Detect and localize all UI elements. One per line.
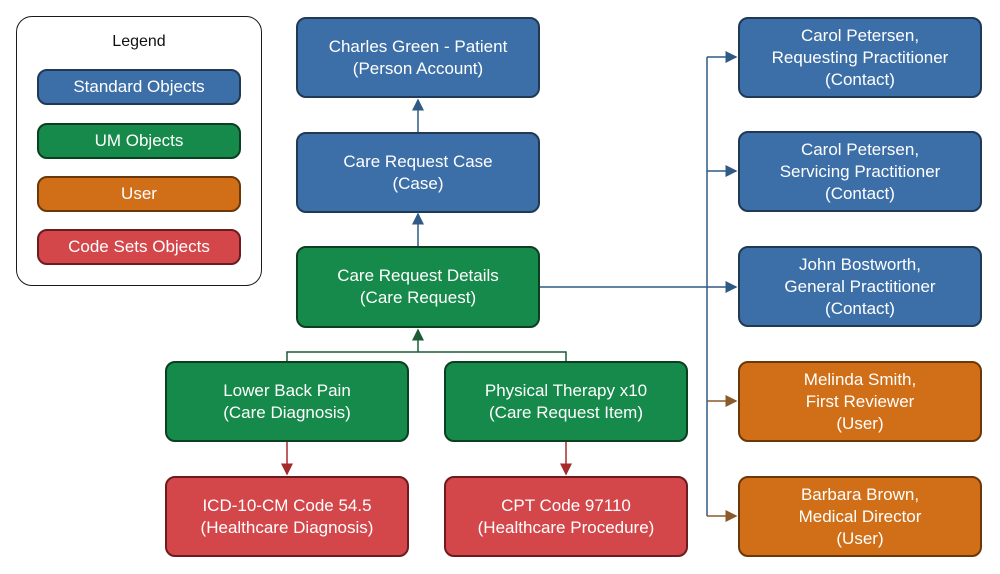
node-requesting-practitioner: Carol Petersen, Requesting Practitioner … (738, 17, 982, 98)
node-healthcare-procedure: CPT Code 97110 (Healthcare Procedure) (444, 476, 688, 557)
legend-title: Legend (112, 33, 166, 50)
node-care-request-case: Care Request Case (Case) (296, 132, 540, 213)
node-servicing-practitioner: Carol Petersen, Servicing Practitioner (… (738, 131, 982, 212)
node-healthcare-diagnosis: ICD-10-CM Code 54.5 (Healthcare Diagnosi… (165, 476, 409, 557)
node-care-diagnosis: Lower Back Pain (Care Diagnosis) (165, 361, 409, 442)
node-general-practitioner: John Bostworth, General Practitioner (Co… (738, 246, 982, 327)
legend-code-sets-objects: Code Sets Objects (37, 229, 241, 265)
node-care-request-details: Care Request Details (Care Request) (296, 246, 540, 328)
node-patient: Charles Green - Patient (Person Account) (296, 17, 540, 98)
node-medical-director: Barbara Brown, Medical Director (User) (738, 476, 982, 557)
legend-um-objects: UM Objects (37, 123, 241, 159)
node-first-reviewer: Melinda Smith, First Reviewer (User) (738, 361, 982, 442)
legend-standard-objects: Standard Objects (37, 69, 241, 105)
legend-user: User (37, 176, 241, 212)
legend-panel: Legend Standard Objects UM Objects User … (16, 16, 262, 286)
connector-children-to-care-request (286, 351, 567, 362)
node-care-request-item: Physical Therapy x10 (Care Request Item) (444, 361, 688, 442)
